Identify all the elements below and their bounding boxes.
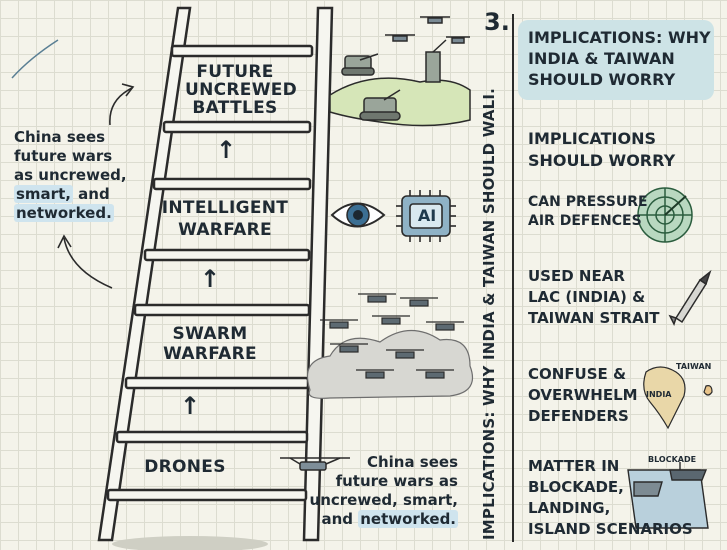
map-icon <box>643 366 713 430</box>
bottom-note: China sees future wars as uncrewed, smar… <box>309 453 458 528</box>
up-arrow-icon: ↑ <box>200 265 221 293</box>
missile-icon <box>668 269 712 326</box>
implication-item: MATTER IN BLOCKADE, LANDING, ISLAND SCEN… <box>528 457 693 538</box>
rung-label-drones: DRONES <box>144 457 226 477</box>
map-label-taiwan: TAIWAN <box>676 362 712 371</box>
map-label-india: INDIA <box>646 390 672 399</box>
ai-chip-label: AI <box>417 206 437 225</box>
blockade-label: BLOCKADE <box>648 455 697 464</box>
up-arrow-icon: ↑ <box>180 392 201 420</box>
eye-icon <box>330 202 386 228</box>
implication-item: IMPLICATIONS SHOULD WORRY <box>528 129 676 170</box>
left-note: China sees future wars as uncrewed, smar… <box>14 128 127 222</box>
radar-icon <box>637 187 693 243</box>
drone-icon <box>280 457 350 471</box>
blockade-icon <box>627 462 709 529</box>
up-arrow-icon: ↑ <box>216 136 237 164</box>
implication-item: USED NEAR LAC (INDIA) & TAIWAN STRAIT <box>528 267 660 327</box>
drone-swarm-icon <box>306 293 474 399</box>
ai-chip-icon <box>396 190 456 242</box>
ladder <box>97 6 334 542</box>
section-number: 3. <box>484 8 510 36</box>
implication-item: CAN PRESSURE AIR DEFENCES <box>528 194 648 229</box>
right-panel-title: IMPLICATIONS: WHY INDIA & TAIWAN SHOULD … <box>528 28 711 89</box>
right-panel-title-box <box>518 20 714 100</box>
battlefield-scene-icon <box>329 16 471 127</box>
implication-item: CONFUSE & OVERWHELM DEFENDERS <box>528 365 638 425</box>
panel-divider <box>512 14 514 542</box>
vertical-implications-label: IMPLICATIONS: WHY INDIA & TAIWAN SHOULD … <box>480 87 498 540</box>
